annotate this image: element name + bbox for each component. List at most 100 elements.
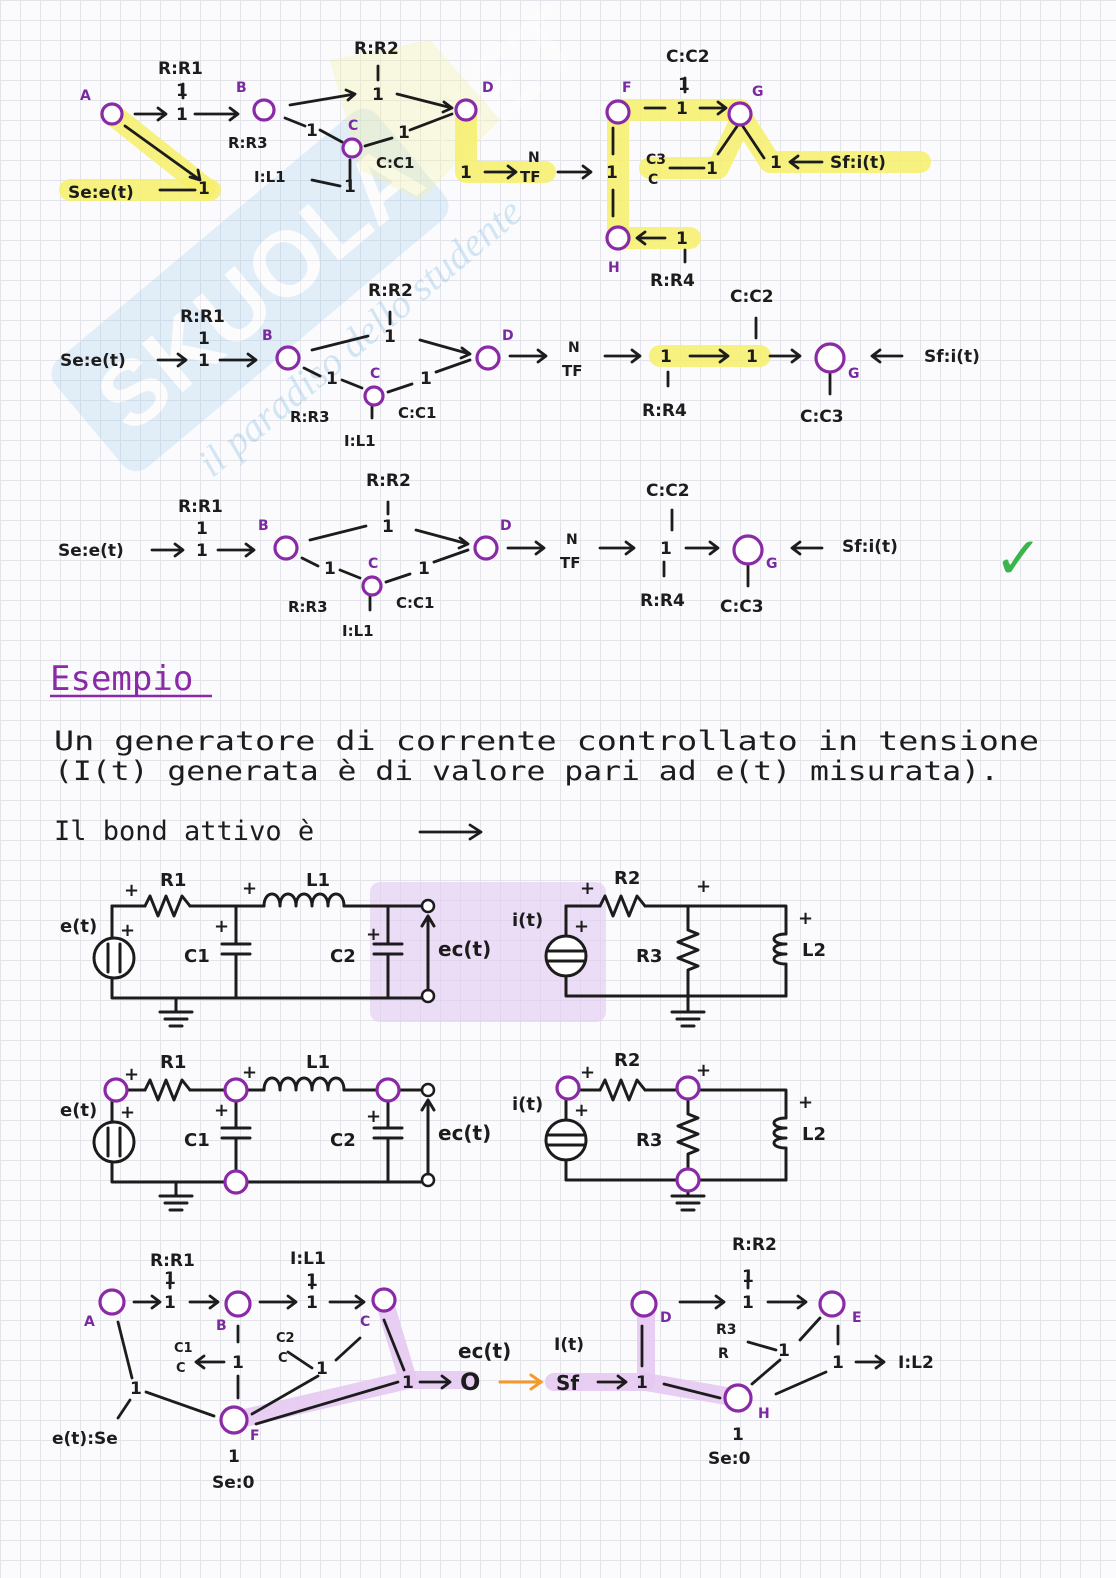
label-node-c: C	[370, 366, 380, 382]
node-h	[605, 225, 631, 251]
bond-sf	[788, 154, 824, 170]
node-e	[818, 1290, 846, 1318]
bond-b-r3	[302, 366, 322, 378]
label-node-d: D	[482, 80, 494, 96]
junction-1-c3: 1	[706, 159, 718, 179]
label-l2: L2	[802, 940, 826, 961]
resistor-r1	[143, 1078, 192, 1102]
junction-1-fg: 1	[676, 99, 688, 119]
label-node-b: B	[216, 1318, 227, 1334]
bond-a-se	[116, 1320, 134, 1380]
highlight-d-tf	[455, 99, 556, 183]
junction-1-c2: 1	[746, 347, 758, 367]
plus-l2: +	[798, 908, 813, 929]
label-node-g: G	[752, 84, 764, 100]
label-c2: C:C2	[666, 47, 710, 67]
label-tf: TF	[520, 168, 540, 186]
bond-1-f-2	[250, 1374, 320, 1416]
label-node-h: H	[608, 260, 620, 276]
bond-1r2-d	[395, 92, 454, 114]
junction-1-l1-top: 1	[306, 1271, 318, 1291]
label-r2: R:R2	[354, 39, 399, 59]
bond-r3-c	[340, 378, 364, 390]
junction-1-se: 1	[130, 1379, 142, 1399]
label-tf: TF	[562, 362, 582, 380]
label-r1: R1	[160, 870, 186, 891]
plus-i: +	[574, 1100, 589, 1121]
watermark-logo-box	[51, 108, 449, 472]
label-c1: C:C1	[398, 404, 436, 422]
bond-sf-g	[870, 348, 904, 364]
label-node-d: D	[660, 1310, 672, 1326]
bond-d-tf	[506, 540, 546, 556]
bond-se-a	[123, 124, 202, 182]
label-c2: C2	[276, 1331, 295, 1346]
label-r4: R:R4	[640, 591, 685, 611]
bond-1-l2	[854, 1354, 886, 1370]
node-a	[98, 1288, 126, 1316]
junction-1-r1: 1	[176, 81, 188, 101]
ground-icon	[158, 996, 194, 1028]
label-sf: Sf:i(t)	[842, 537, 898, 557]
label-i: i(t)	[512, 1094, 543, 1115]
junction-1-a: 1	[176, 105, 188, 125]
current-source-icon	[544, 934, 588, 978]
label-node-h: H	[758, 1406, 770, 1422]
bond-c1-d	[432, 548, 470, 564]
voltage-source-bars	[106, 942, 122, 974]
bond-b-1	[258, 1294, 298, 1310]
node-g	[727, 101, 753, 127]
junction-1-r2: 1	[742, 1293, 754, 1313]
label-c1: C1	[174, 1341, 193, 1356]
bond-c-c1	[386, 382, 414, 394]
plus-l1: +	[242, 878, 257, 899]
node-d	[454, 98, 478, 122]
plus-r1: +	[124, 1064, 139, 1085]
bond-1-b	[216, 542, 256, 558]
node-b	[252, 98, 276, 122]
label-se0-f: Se:0	[212, 1473, 255, 1493]
capacitor-c1	[220, 1088, 252, 1184]
inductor-l1	[262, 892, 346, 908]
paragraph-line-1: Un generatore di corrente controllato in…	[54, 726, 1039, 757]
label-r1: R:R1	[158, 59, 203, 79]
junction-1-r2: 1	[372, 85, 384, 105]
node-d	[473, 535, 499, 561]
junction-1-c1: 1	[420, 369, 432, 389]
bond-e-1	[798, 1316, 822, 1342]
junction-1-r1-top: 1	[198, 329, 210, 349]
plus-e: +	[120, 1102, 135, 1123]
bond-1-zero	[418, 1374, 452, 1390]
zero-node: O	[460, 1368, 480, 1396]
plus-c2: +	[366, 1106, 381, 1127]
junction-1-r2-top: 1	[742, 1267, 754, 1287]
node-f	[219, 1405, 249, 1435]
label-se: Se:e(t)	[58, 541, 124, 561]
junction-1-l2: 1	[832, 1353, 844, 1373]
label-node-c: C	[368, 556, 378, 572]
node-5	[675, 1075, 701, 1101]
label-r4: R:R4	[642, 401, 687, 421]
junction-1-r3: 1	[778, 1341, 790, 1361]
node-f	[605, 99, 631, 125]
junction-1-r3: 1	[306, 121, 318, 141]
label-l1: L1	[306, 870, 330, 891]
plus-l1: +	[242, 1062, 257, 1083]
plus-r3: +	[696, 1060, 711, 1081]
label-tf-n: N	[568, 340, 580, 356]
junction-1-c1: 1	[398, 123, 410, 143]
label-r2: R2	[614, 868, 640, 889]
bond-r2-d	[414, 528, 470, 550]
bond-r2-d	[418, 338, 472, 360]
section-title: Esempio	[50, 659, 193, 699]
label-l1: I:L1	[342, 622, 374, 640]
label-tf-n: N	[528, 150, 540, 166]
node-b	[273, 535, 299, 561]
bond-a-1	[133, 106, 168, 122]
inductor-l1	[262, 1076, 346, 1092]
plus-c1: +	[214, 1100, 229, 1121]
orange-arrow-icon	[498, 1373, 544, 1391]
